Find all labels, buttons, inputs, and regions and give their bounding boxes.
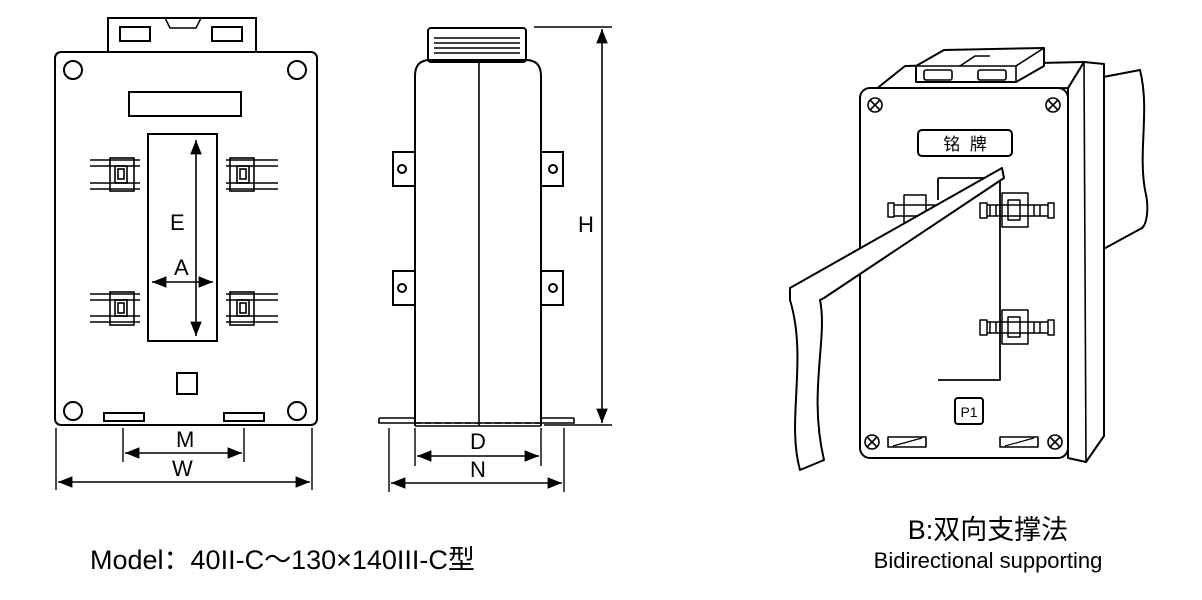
side-top-cap: [427, 27, 527, 63]
label-h: H: [578, 212, 594, 237]
clamp-upper-right: [226, 157, 278, 192]
front-tab-slot-right: [211, 26, 243, 42]
perspective-view: [789, 47, 1149, 471]
clamp-lower-left: [90, 291, 140, 326]
label-d: D: [470, 429, 486, 454]
ct-clamp-lower: [979, 309, 1055, 345]
method-caption-cn: B:双向支撑法: [907, 515, 1069, 545]
model-caption: Model：40II-C～130×140III-C型: [90, 545, 475, 575]
label-n: N: [470, 457, 486, 482]
clamp-upper-left: [90, 157, 140, 192]
front-hole-tl: [63, 60, 83, 80]
front-tab-slot-left: [119, 26, 151, 42]
ct-nameplate-box: [917, 129, 1013, 157]
terminal-p1-text: P1: [960, 404, 977, 420]
front-hole-tr: [287, 60, 307, 80]
front-body: [54, 51, 318, 426]
front-window: [147, 133, 218, 342]
nameplate-text: 铭 牌: [943, 135, 986, 154]
side-bracket-ur: [540, 151, 564, 187]
ct-p1-box: [954, 397, 984, 425]
side-view: [378, 26, 612, 492]
front-small-square: [176, 372, 198, 395]
front-hole-bl: [63, 401, 83, 421]
front-bottom-slot-right: [223, 412, 265, 422]
clamp-lower-right: [226, 291, 278, 326]
front-top-tab: [107, 17, 257, 52]
ct-clamp-upper: [979, 192, 1055, 228]
side-bracket-ll: [392, 270, 416, 306]
front-hole-br: [287, 401, 307, 421]
ct-window: [937, 178, 1001, 381]
label-w: W: [172, 456, 193, 481]
ct-top-terminal: [915, 47, 1045, 83]
method-caption-en: Bidirectional supporting: [873, 548, 1103, 573]
busbar-rear: [1097, 69, 1149, 253]
side-body: [414, 59, 542, 426]
side-bracket-lr: [540, 270, 564, 306]
ct-screws: [864, 97, 1063, 450]
label-m: M: [176, 427, 194, 452]
side-bracket-ul: [392, 151, 416, 187]
label-a: A: [174, 255, 189, 280]
front-view: [54, 17, 318, 490]
label-e: E: [170, 210, 185, 235]
front-nameplate: [128, 91, 242, 117]
front-bottom-slot-left: [103, 412, 145, 422]
busbar-front: [789, 167, 1005, 471]
